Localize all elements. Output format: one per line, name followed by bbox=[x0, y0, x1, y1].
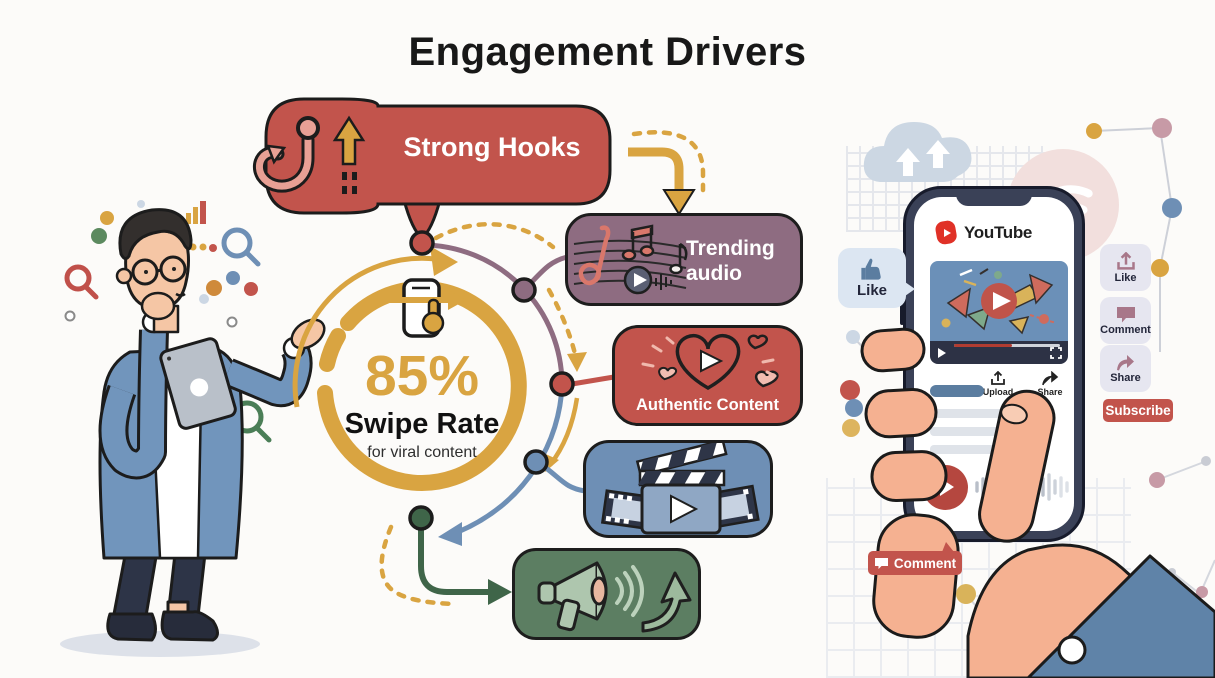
thumbs-up-icon bbox=[861, 258, 881, 280]
comment-button-label: Comment bbox=[1100, 323, 1151, 336]
network-dots-top bbox=[1093, 127, 1173, 352]
upload-like-icon bbox=[1116, 251, 1135, 270]
strong-hooks-label: Strong Hooks bbox=[403, 132, 581, 162]
phone-notch bbox=[956, 189, 1032, 206]
trending-audio-label: Trending audio bbox=[686, 237, 775, 286]
text-placeholder bbox=[930, 409, 1052, 418]
youtube-label: YouTube bbox=[964, 222, 1033, 242]
subscribe-button[interactable]: Subscribe bbox=[1103, 399, 1173, 422]
progress-fill bbox=[954, 344, 1013, 347]
connector-nodes bbox=[408, 230, 575, 531]
like-button-label: Like bbox=[1114, 271, 1137, 284]
heart-play-icon bbox=[641, 334, 779, 391]
trending-audio-box: Trending audio bbox=[565, 213, 803, 306]
video-content-box bbox=[583, 440, 773, 538]
stat-label: Swipe Rate bbox=[344, 408, 500, 440]
text-placeholder-accent bbox=[930, 385, 984, 397]
volume-button bbox=[900, 299, 904, 325]
growth-arrow-icon bbox=[641, 571, 692, 633]
share-icon bbox=[1117, 355, 1134, 371]
play-icon[interactable] bbox=[938, 348, 946, 358]
stat-sublabel: for viral content bbox=[367, 444, 477, 461]
film-clapper-icon bbox=[600, 443, 760, 535]
player-bar[interactable] bbox=[930, 341, 1068, 364]
music-notes-icon bbox=[573, 224, 688, 295]
text-placeholder bbox=[930, 427, 1036, 436]
comment-pill-label: Comment bbox=[893, 555, 957, 571]
share-icon bbox=[1042, 371, 1059, 386]
comment-icon bbox=[1116, 306, 1135, 322]
fullscreen-icon[interactable] bbox=[1050, 347, 1062, 359]
up-arrow-icon bbox=[332, 115, 366, 194]
youtube-header: YouTube bbox=[934, 219, 1032, 246]
share-action[interactable]: Share bbox=[1030, 371, 1070, 397]
share-label: Share bbox=[1037, 387, 1063, 397]
swipe-rate-stat: 85% Swipe Rate for viral content bbox=[328, 348, 516, 462]
video-thumbnail[interactable] bbox=[930, 261, 1068, 341]
authentic-content-box: Authentic Content bbox=[612, 325, 803, 426]
progress-track[interactable] bbox=[954, 344, 1060, 347]
authentic-content-label: Authentic Content bbox=[636, 396, 779, 414]
comment-icon bbox=[874, 557, 888, 569]
subscribe-label: Subscribe bbox=[1105, 403, 1171, 418]
upload-action[interactable]: Upload bbox=[978, 371, 1018, 397]
comment-pill[interactable]: Comment bbox=[868, 542, 962, 575]
comment-button[interactable]: Comment bbox=[1100, 297, 1151, 344]
share-button-label: Share bbox=[1110, 372, 1141, 384]
upload-icon bbox=[991, 371, 1005, 385]
megaphone-icon bbox=[537, 561, 692, 633]
amplify-box bbox=[512, 548, 701, 640]
upload-label: Upload bbox=[982, 387, 1014, 397]
text-placeholder bbox=[930, 445, 1020, 454]
fishing-hook-icon bbox=[252, 116, 320, 193]
confetti-graphic bbox=[941, 268, 1057, 335]
action-row: Upload Share bbox=[978, 371, 1070, 397]
blue-arrowhead bbox=[438, 522, 462, 546]
like-bubble: Like bbox=[838, 248, 915, 308]
cloud-upload-icon bbox=[863, 122, 972, 182]
youtube-shorts-icon bbox=[935, 220, 957, 245]
stat-value: 85% bbox=[364, 344, 480, 408]
like-bubble-label: Like bbox=[856, 282, 887, 299]
page-title: Engagement Drivers bbox=[408, 30, 807, 74]
like-button[interactable]: Like bbox=[1100, 244, 1151, 291]
share-button[interactable]: Share bbox=[1100, 345, 1151, 392]
phone-swipe-icon bbox=[372, 278, 466, 338]
